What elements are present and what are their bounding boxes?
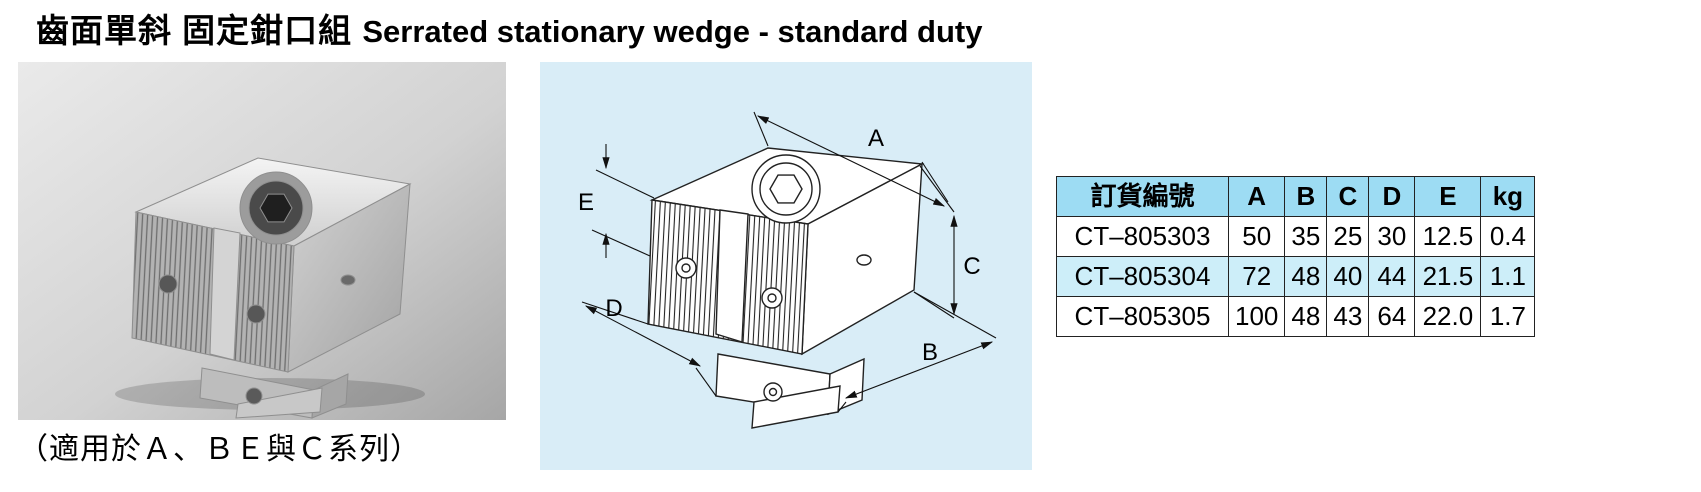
cell-order-number: CT–805304 [1056,256,1229,297]
photo-caption: （適用於Ａ、ＢＥ與Ｃ系列） [18,433,421,466]
title-chinese: 齒面單斜 固定鉗口組 [36,12,353,49]
title-english: Serrated stationary wedge - standard dut… [362,14,983,49]
cell-dim-a: 72 [1227,256,1286,297]
front-hole [158,274,178,294]
header-dim-d: D [1368,176,1416,217]
technical-drawing: A C B D E [540,62,1032,470]
technical-drawing-image: A C B D E [578,111,997,429]
dimension-lines [581,111,997,413]
header-dim-b: B [1284,176,1328,217]
side-hole [340,274,356,286]
part-center-stripe [209,227,241,361]
dimension-labels: A C B D E [578,125,981,366]
cell-dim-d: 64 [1368,296,1416,337]
table-row: CT–805304 72 48 40 44 21.5 1.1 [1056,256,1536,297]
cell-dim-e: 21.5 [1414,256,1482,297]
drawn-part [647,147,925,429]
dimension-label-a: A [868,125,884,152]
base-foot [235,387,323,419]
dimension-line-b [844,341,994,399]
product-photo-image [18,62,506,420]
header-order-number: 訂貨編號 [1056,176,1229,217]
cell-order-number: CT–805303 [1056,216,1229,257]
dimension-label-d: D [605,295,622,322]
hex-socket [259,193,293,223]
cell-weight: 0.4 [1480,216,1536,257]
product-photo [18,62,506,420]
table-header-row: 訂貨編號 A B C D E kg [1056,176,1536,217]
cell-dim-b: 48 [1284,296,1328,337]
cell-weight: 1.1 [1480,256,1536,297]
header-dim-a: A [1227,176,1286,217]
center-stripe [715,209,749,343]
cell-weight: 1.7 [1480,296,1536,337]
cell-dim-a: 100 [1227,296,1286,337]
cell-dim-d: 30 [1368,216,1416,257]
cell-dim-b: 35 [1284,216,1328,257]
dimension-label-b: B [922,339,938,366]
front-hole [246,304,266,324]
cell-dim-b: 48 [1284,256,1328,297]
cell-dim-c: 40 [1326,256,1370,297]
dimension-label-c: C [963,253,980,280]
cell-dim-c: 43 [1326,296,1370,337]
cell-dim-e: 12.5 [1414,216,1482,257]
cell-order-number: CT–805305 [1056,296,1229,337]
dimension-line-d [584,305,702,367]
cell-dim-d: 44 [1368,256,1416,297]
table-row: CT–805305 100 48 43 64 22.0 1.7 [1056,296,1536,337]
side-hole [856,254,872,266]
base-hole [245,387,263,405]
spec-table: 訂貨編號 A B C D E kg CT–805303 50 35 25 30 … [1056,176,1536,337]
header-weight: kg [1480,176,1536,217]
header-dim-c: C [1326,176,1370,217]
hex-socket [769,174,803,204]
cell-dim-e: 22.0 [1414,296,1482,337]
header-dim-e: E [1414,176,1482,217]
wedge-part [131,157,412,419]
table-row: CT–805303 50 35 25 30 12.5 0.4 [1056,216,1536,257]
cell-dim-a: 50 [1227,216,1286,257]
dimension-label-e: E [578,189,594,216]
dimension-line-a [756,115,946,207]
cell-dim-c: 25 [1326,216,1370,257]
page-title: 齒面單斜 固定鉗口組 Serrated stationary wedge - s… [36,4,983,52]
